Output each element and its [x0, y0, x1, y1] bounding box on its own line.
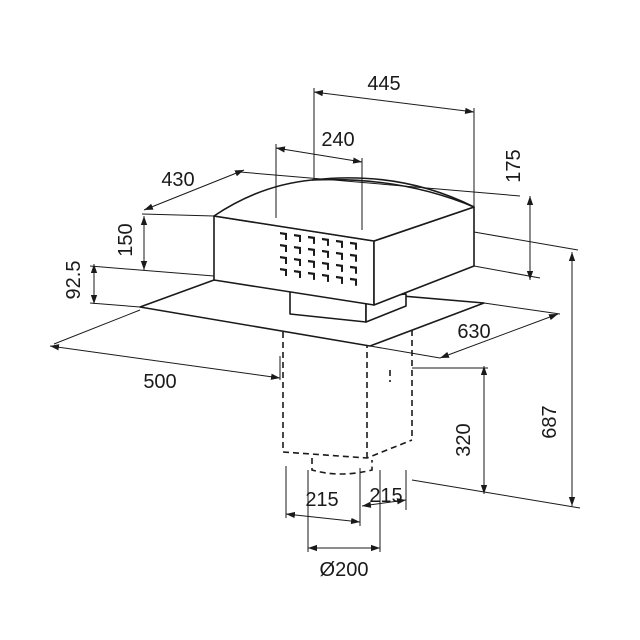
vent-slot: [280, 232, 287, 240]
vent-slot: [308, 235, 315, 244]
vent-slot: [350, 241, 357, 250]
vent-slot: [308, 247, 315, 256]
vent-slot: [294, 233, 301, 242]
vent-slot: [336, 275, 343, 284]
vent-slot: [336, 251, 343, 260]
dim-label-plate-width: 630: [457, 321, 490, 343]
dim-label-body-height: 150: [115, 223, 137, 256]
vent-slot: [322, 237, 329, 246]
dim-label-duct-right: 215: [369, 485, 402, 507]
vent-slot: [280, 268, 287, 276]
hidden-duct: [282, 330, 413, 475]
dim-label-duct-height: 320: [453, 423, 475, 456]
vent-slot: [294, 245, 301, 254]
vent-slot: [350, 253, 357, 262]
vent-slot: [308, 271, 315, 280]
dim-label-top-height: 175: [503, 149, 525, 182]
dim-label-top-depth: 240: [321, 129, 354, 151]
vent-grid: [280, 232, 357, 286]
vent-slot: [322, 249, 329, 258]
vent-slot: [350, 277, 357, 286]
vent-slot: [280, 256, 287, 264]
dim-label-duct-left: 215: [305, 489, 338, 511]
hood-body: [213, 177, 475, 306]
dim-label-diameter: Ø200: [320, 559, 369, 581]
dim-label-side-depth: 430: [161, 169, 194, 191]
dim-label-plate-height: 92.5: [63, 261, 85, 300]
vent-slot: [336, 263, 343, 272]
dim-label-plate-depth: 500: [143, 371, 176, 393]
dim-label-total-height: 687: [539, 405, 561, 438]
vent-slot: [280, 244, 287, 252]
dimension-lines: [49, 89, 576, 552]
dim-label-top-width: 445: [367, 73, 400, 95]
vent-slot: [350, 265, 357, 274]
vent-slot: [308, 259, 315, 268]
vent-slot: [336, 239, 343, 248]
vent-slot: [294, 269, 301, 278]
vent-slot: [322, 261, 329, 270]
vent-slot: [294, 257, 301, 266]
vent-slot: [322, 273, 329, 282]
